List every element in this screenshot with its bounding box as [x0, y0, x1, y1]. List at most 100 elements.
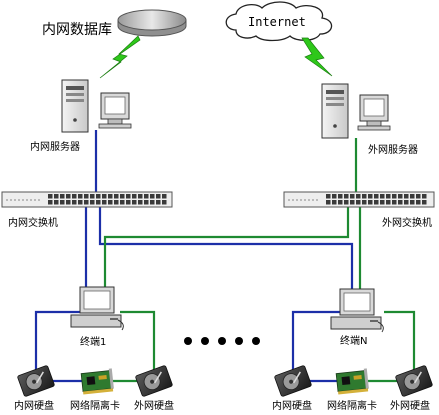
switch-port — [156, 194, 161, 199]
switch-port — [96, 200, 101, 205]
switch-port — [368, 194, 373, 199]
intranet-database-label: 内网数据库 — [42, 22, 112, 38]
intranet-links — [34, 130, 354, 383]
switch-port — [84, 200, 89, 205]
switch-port — [96, 194, 101, 199]
right-external-disk-label: 外网硬盘 — [390, 399, 430, 412]
switch-port — [144, 200, 149, 205]
intranet-server — [61, 79, 132, 133]
switch-port — [356, 194, 361, 199]
switch-port — [404, 200, 409, 205]
switch-port — [416, 194, 421, 199]
switch-port — [144, 194, 149, 199]
intranet-switch-label: 内网交换机 — [8, 216, 58, 229]
switch-port — [150, 194, 155, 199]
extranet-switch-label: 外网交换机 — [382, 216, 432, 229]
switch-port — [66, 200, 71, 205]
right-internal-disk-label: 内网硬盘 — [272, 399, 312, 412]
internet-cloud — [225, 1, 333, 42]
intranet-server-label: 内网服务器 — [30, 140, 80, 153]
terminaln-to-internal-disk-link — [291, 310, 340, 372]
left-isolation-card — [80, 368, 114, 395]
switch-port — [60, 194, 65, 199]
switch-port — [138, 194, 143, 199]
switch-port — [114, 200, 119, 205]
left-external-disk — [135, 365, 173, 397]
switch-port — [368, 200, 373, 205]
switch-port — [48, 200, 53, 205]
switch-port — [132, 194, 137, 199]
intranet-switch-to-terminaln-link — [98, 207, 354, 290]
switch-port — [356, 200, 361, 205]
terminal-n-label: 终端N — [340, 334, 367, 347]
extranet-server — [321, 83, 391, 139]
switch-port — [380, 194, 385, 199]
switch-port — [72, 194, 77, 199]
switch-port — [344, 194, 349, 199]
switch-port — [362, 200, 367, 205]
intranet-database — [117, 9, 187, 37]
switch-port — [422, 194, 427, 199]
switch-port — [392, 194, 397, 199]
switch-port — [398, 194, 403, 199]
switch-port — [60, 200, 65, 205]
switch-port — [350, 200, 355, 205]
switch-port — [54, 200, 59, 205]
extranet-server-label: 外网服务器 — [368, 143, 418, 156]
left-internal-disk — [17, 365, 55, 397]
right-isolation-card-label: 网络隔离卡 — [327, 399, 377, 412]
switch-port — [150, 200, 155, 205]
switch-port — [132, 200, 137, 205]
intranet-switch — [1, 191, 173, 208]
switch-port — [422, 200, 427, 205]
ellipsis-dots — [184, 337, 260, 345]
switch-port — [114, 194, 119, 199]
right-isolation-card — [335, 368, 369, 395]
switch-port — [362, 194, 367, 199]
switch-port — [102, 200, 107, 205]
switch-port — [72, 200, 77, 205]
switch-port — [404, 194, 409, 199]
switch-port — [102, 194, 107, 199]
switch-port — [350, 194, 355, 199]
switch-port — [344, 200, 349, 205]
terminal1-to-external-disk-link — [120, 310, 156, 372]
switch-port — [90, 200, 95, 205]
switch-port — [410, 200, 415, 205]
terminal-1-label: 终端1 — [80, 335, 106, 348]
switch-port — [156, 200, 161, 205]
switch-port — [126, 200, 131, 205]
switch-port — [326, 200, 331, 205]
switch-port — [90, 194, 95, 199]
switch-port — [326, 194, 331, 199]
switch-port — [126, 194, 131, 199]
extranet-links — [103, 138, 416, 383]
switch-port — [332, 194, 337, 199]
switch-port — [138, 200, 143, 205]
switch-port — [84, 194, 89, 199]
extranet-switch — [283, 191, 435, 208]
switch-port — [162, 200, 167, 205]
extranet-switch-to-terminal1-link — [103, 207, 350, 288]
internet-label: Internet — [248, 15, 306, 29]
switch-port — [410, 194, 415, 199]
internet-lightning-icon — [301, 37, 333, 77]
switch-port — [332, 200, 337, 205]
switch-port — [380, 200, 385, 205]
switch-port — [54, 194, 59, 199]
switch-port — [374, 200, 379, 205]
switch-port — [338, 194, 343, 199]
switch-port — [386, 194, 391, 199]
switch-port — [48, 194, 53, 199]
right-external-disk — [395, 365, 433, 397]
left-internal-disk-label: 内网硬盘 — [14, 399, 54, 412]
switch-port — [120, 200, 125, 205]
switch-port — [162, 194, 167, 199]
switch-port — [338, 200, 343, 205]
terminaln-to-external-disk-link — [384, 310, 416, 372]
switch-port — [108, 194, 113, 199]
left-isolation-card-label: 网络隔离卡 — [70, 399, 120, 412]
switch-port — [392, 200, 397, 205]
